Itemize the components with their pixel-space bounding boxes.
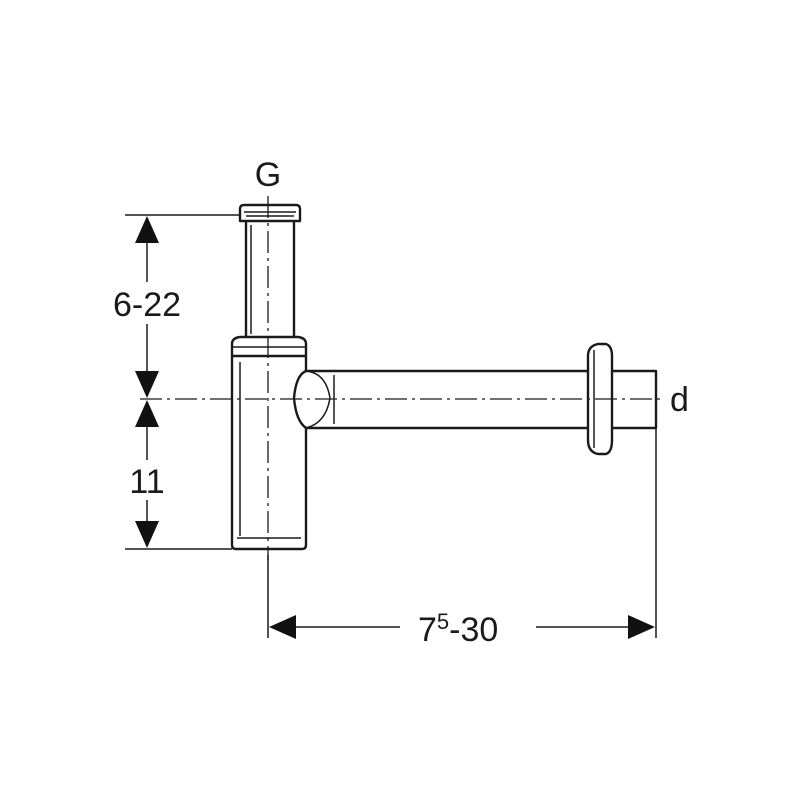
inlet-tube bbox=[244, 221, 296, 336]
center-lines bbox=[140, 196, 664, 560]
outlet-pipe bbox=[306, 342, 658, 456]
wall-rosette bbox=[586, 342, 614, 456]
label-g: G bbox=[255, 156, 281, 194]
dimension-label-height-lower: 11 bbox=[129, 463, 164, 501]
arrow-left-icon bbox=[269, 615, 296, 639]
dimension-label-length: 75-30 bbox=[418, 609, 498, 649]
extension-lines bbox=[125, 214, 657, 638]
arrow-right-icon bbox=[628, 615, 655, 639]
arrow-down-icon bbox=[135, 521, 159, 548]
dimension-label-height-upper: 6-22 bbox=[113, 286, 181, 324]
arrow-up-icon bbox=[135, 216, 159, 243]
bottle-trap bbox=[230, 203, 331, 551]
arrow-down-icon bbox=[135, 371, 159, 398]
bottle-body bbox=[230, 356, 308, 551]
top-cap bbox=[238, 203, 302, 223]
dimension-height-upper: 6-22 bbox=[113, 216, 181, 398]
dimension-height-lower: 11 bbox=[129, 400, 165, 548]
dimension-length: 75-30 bbox=[269, 609, 655, 649]
arrow-up-icon bbox=[135, 400, 159, 427]
label-d: d bbox=[670, 381, 689, 419]
outlet-elbow bbox=[292, 369, 307, 429]
coupling-nut bbox=[230, 335, 308, 358]
